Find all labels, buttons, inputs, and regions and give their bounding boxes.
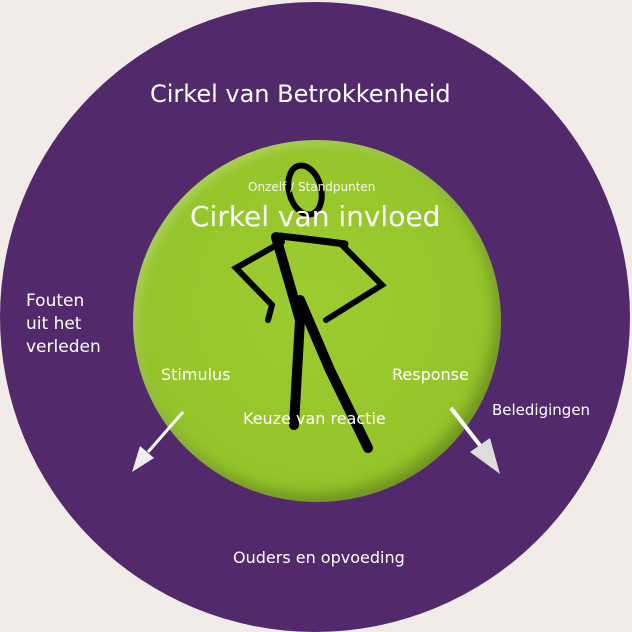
label-ouders: Ouders en opvoeding [233,548,405,567]
outer-circle-title: Cirkel van Betrokkenheid [150,80,451,108]
inner-circle-title: Cirkel van invloed [190,200,441,233]
label-response: Response [392,365,469,384]
stimulus-arrow-icon [132,411,185,472]
response-arrow-icon [449,406,500,474]
label-stimulus: Stimulus [161,365,231,384]
stick-figure-icon [231,162,387,453]
label-fouten-line: uit het [26,314,82,334]
circle-of-influence [133,140,501,502]
label-fouten: Fouten uit het verleden [26,290,101,359]
label-fouten-line: Fouten [26,291,85,311]
inner-circle-subtitle: Onzelf / Standpunten [248,180,376,194]
label-beledigingen: Beledigingen [492,401,591,419]
label-fouten-line: verleden [26,337,101,357]
label-keuze: Keuze van reactie [243,409,386,428]
